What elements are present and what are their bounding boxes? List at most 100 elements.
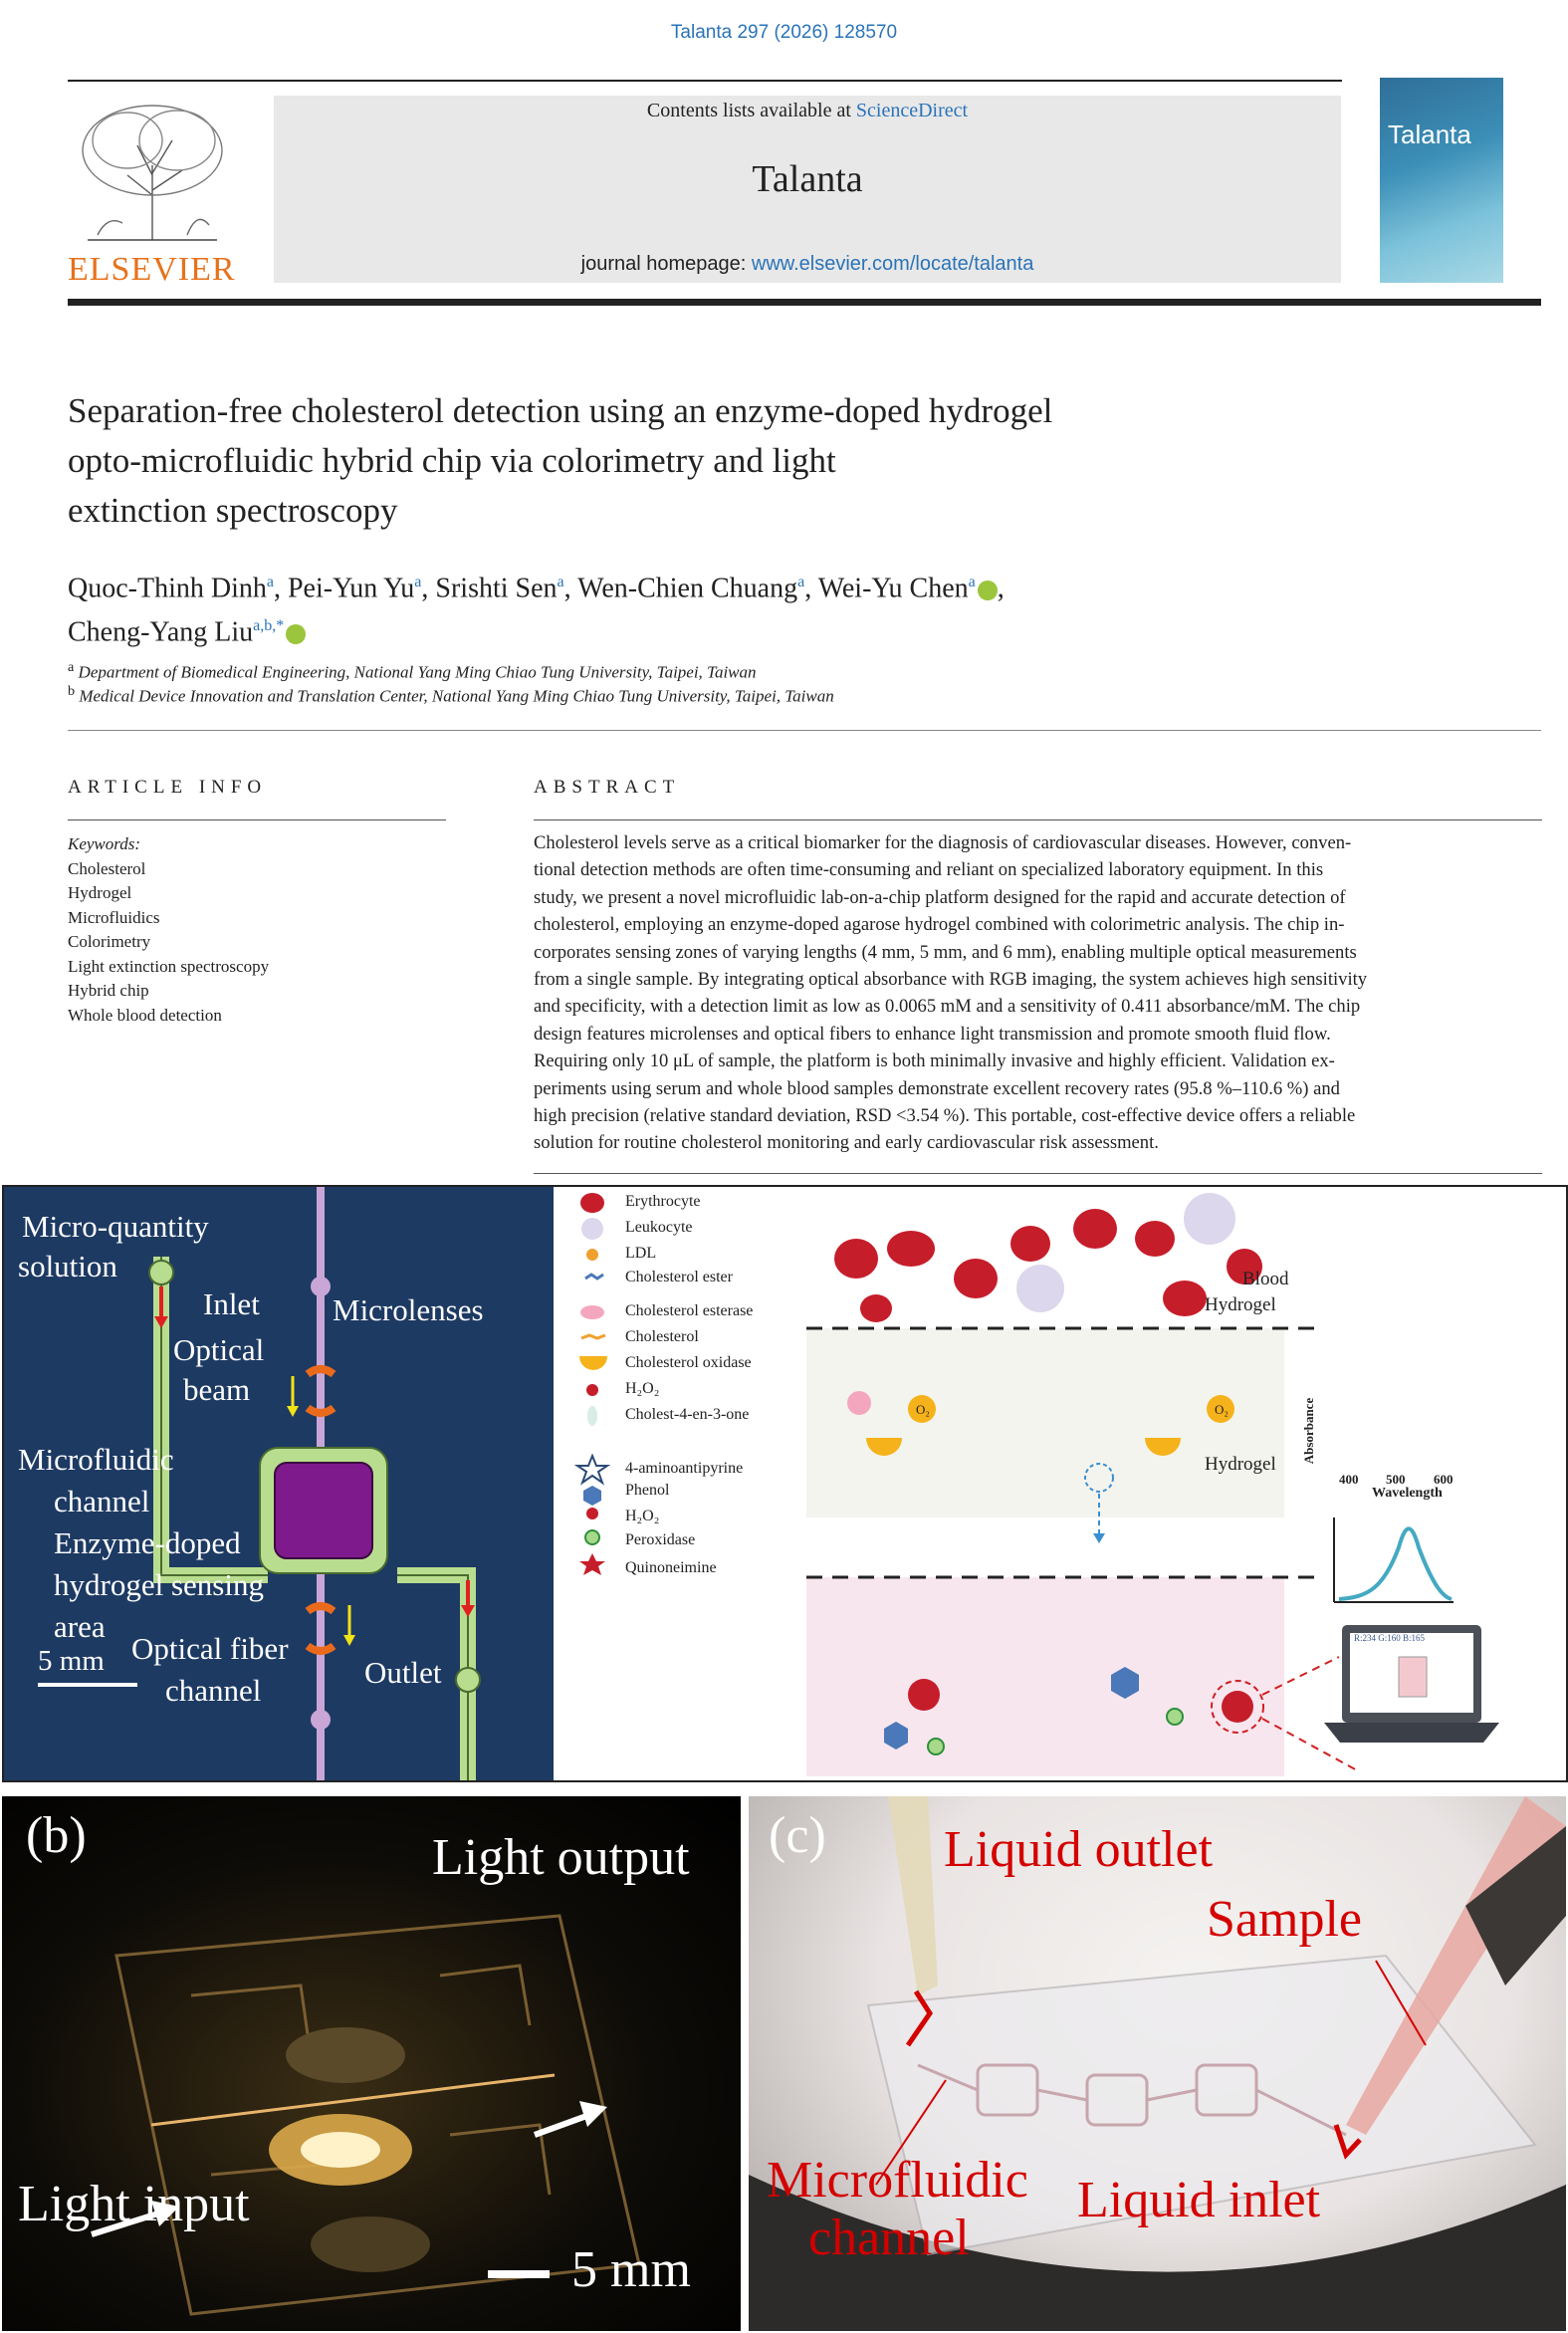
abstract-line: from a single sample. By integrating opt… xyxy=(534,969,1368,991)
abstract-line: high precision (relative standard deviat… xyxy=(534,1105,1356,1127)
affil-sup: b xyxy=(68,683,76,699)
citation: Talanta 297 (2026) 128570 xyxy=(670,22,898,43)
author-affil-sup: a xyxy=(968,574,976,590)
keyword: Hybrid chip xyxy=(68,981,149,1000)
legend-peroxidase: Peroxidase xyxy=(625,1531,696,1548)
affil-rule xyxy=(68,730,1541,731)
article-info-rule xyxy=(68,819,446,820)
keywords-label: Keywords: xyxy=(68,834,141,853)
label-scale: 5 mm xyxy=(38,1645,105,1677)
affil-sup: a xyxy=(68,659,75,675)
sciencedirect-link[interactable]: ScienceDirect xyxy=(855,100,969,121)
affil-text: Medical Device Innovation and Translatio… xyxy=(79,686,834,706)
spectrum-xlabel: Wavelength xyxy=(1372,1486,1443,1501)
label-fiber-channel: channel xyxy=(165,1673,262,1708)
legend-icons-bottom xyxy=(573,1454,611,1575)
author-name[interactable]: Wen-Chien Chuang xyxy=(577,573,798,604)
label-channel: channel xyxy=(54,1484,150,1518)
chip-photo-c: (c) Liquid outlet Sample Microfluidic ch… xyxy=(749,1796,1566,2331)
title-line: Separation-free cholesterol detection us… xyxy=(68,391,1053,430)
legend-phenol: Phenol xyxy=(625,1482,670,1499)
abstract-line: Requiring only 10 μL of sample, the plat… xyxy=(534,1050,1335,1072)
homepage-link[interactable]: www.elsevier.com/locate/talanta xyxy=(751,253,1034,275)
abstract-line: cholesterol, employing an enzyme-doped a… xyxy=(534,914,1345,936)
legend-cholestenone: Cholest-4-en-3-one xyxy=(625,1406,750,1423)
elsevier-logo xyxy=(68,96,237,245)
label-hydrogel-sensing: hydrogel sensing xyxy=(54,1567,264,1602)
microfluidic-label: Microfluidic xyxy=(767,2152,1028,2209)
chip-schematic-panel: Micro-quantity solution Inlet Microlense… xyxy=(4,1187,554,1780)
label-outlet: Outlet xyxy=(364,1655,442,1690)
liquid-inlet-label: Liquid inlet xyxy=(1077,2172,1321,2228)
author-name[interactable]: Wei-Yu Chen xyxy=(817,573,969,604)
keywords-block: Keywords: Cholesterol Hydrogel Microflui… xyxy=(68,832,446,1028)
abstract-line: study, we present a novel microfluidic l… xyxy=(534,886,1346,908)
keyword: Light extinction spectroscopy xyxy=(68,956,270,976)
title-line: opto-microfluidic hybrid chip via colori… xyxy=(68,441,836,480)
author-name[interactable]: Pei-Yun Yu xyxy=(287,573,415,604)
article-info-heading: ARTICLE INFO xyxy=(68,777,268,798)
legend-h2o2: H₂O₂ xyxy=(625,1380,660,1397)
spectrum-ylabel: Absorbance xyxy=(1301,1397,1317,1465)
keyword: Hydrogel xyxy=(68,883,132,902)
header-top-rule xyxy=(68,80,1342,82)
label-microlenses: Microlenses xyxy=(333,1292,484,1327)
label-micro-quantity: Micro-quantity xyxy=(22,1209,209,1244)
affil-text: Department of Biomedical Engineering, Na… xyxy=(78,662,757,682)
orcid-icon[interactable] xyxy=(977,580,998,600)
panel-b-label: (b) xyxy=(26,1807,87,1864)
author-list: Quoc-Thinh Dinha, Pei-Yun Yua, Srishti S… xyxy=(68,573,1005,648)
label-area: area xyxy=(54,1609,106,1644)
abstract-heading: ABSTRACT xyxy=(534,777,681,798)
author-name[interactable]: Quoc-Thinh Dinh xyxy=(68,573,267,604)
orcid-icon[interactable] xyxy=(286,624,307,645)
spectrum-tick: 400 xyxy=(1339,1472,1359,1487)
abstract-line: Cholesterol levels serve as a critical b… xyxy=(534,832,1352,853)
affiliation-b: b Medical Device Innovation and Translat… xyxy=(68,683,1461,707)
legend-cholesterol-oxidase: Cholesterol oxidase xyxy=(625,1354,752,1371)
legend-erythrocyte: Erythrocyte xyxy=(625,1193,701,1210)
abstract-bottom-rule xyxy=(534,1173,1542,1174)
homepage-line: journal homepage: www.elsevier.com/locat… xyxy=(274,253,1341,276)
hydrogel-label-upper: Hydrogel xyxy=(1205,1294,1276,1315)
contents-prefix: Contents lists available at xyxy=(646,100,851,121)
author-affil-sup: a,b,* xyxy=(253,617,285,635)
abstract-text: Cholesterol levels serve as a critical b… xyxy=(534,829,1542,1157)
legend-ldl: LDL xyxy=(625,1245,657,1262)
legend-h2o2-b: H₂O₂ xyxy=(625,1508,660,1524)
legend-cholesterol-ester: Cholesterol ester xyxy=(625,1269,733,1285)
author-name[interactable]: Cheng-Yang Liu xyxy=(68,616,254,648)
label-microfluidic: Microfluidic xyxy=(18,1442,174,1477)
chip-photo-b: (b) Light output Light input 5 mm xyxy=(2,1796,741,2331)
label-enzyme-doped: Enzyme-doped xyxy=(54,1525,241,1560)
journal-cover: Talanta xyxy=(1380,78,1503,283)
channel-label: channel xyxy=(808,2210,970,2266)
o2-label: O₂ xyxy=(916,1402,930,1417)
keyword: Whole blood detection xyxy=(68,1005,222,1025)
hydrogel-label-lower: Hydrogel xyxy=(1205,1454,1276,1475)
rgb-readout: R:234 G:160 B:165 xyxy=(1354,1633,1426,1643)
author-name[interactable]: Srishti Sen xyxy=(435,573,558,604)
panel-c-label: (c) xyxy=(769,1807,826,1864)
abstract-line: solution for routine cholesterol monitor… xyxy=(534,1132,1159,1154)
publisher-name: ELSEVIER xyxy=(68,251,236,288)
abstract-line: tional detection methods are often time-… xyxy=(534,859,1324,881)
abstract-line: and specificity, with a detection limit … xyxy=(534,996,1361,1018)
header-bottom-rule xyxy=(68,299,1541,306)
abstract-line: design features microlenses and optical … xyxy=(534,1023,1331,1045)
author-affil-sup: a xyxy=(414,574,422,590)
keyword: Microfluidics xyxy=(68,907,160,927)
spectrum-tick: 600 xyxy=(1434,1472,1454,1487)
label-optical: Optical xyxy=(173,1332,265,1367)
spectrum-tick: 500 xyxy=(1386,1472,1406,1487)
author-affil-sup: a xyxy=(557,574,564,590)
article-title: Separation-free cholesterol detection us… xyxy=(68,386,1362,536)
title-line: extinction spectroscopy xyxy=(68,491,398,530)
keyword: Colorimetry xyxy=(68,932,151,951)
legend-cholesterol-esterase: Cholesterol esterase xyxy=(625,1302,754,1319)
light-output-label: Light output xyxy=(432,1829,690,1886)
contents-line: Contents lists available at ScienceDirec… xyxy=(274,100,1341,122)
label-optical-fiber: Optical fiber xyxy=(131,1631,289,1666)
light-input-label: Light input xyxy=(18,2176,250,2232)
reaction-scheme-panel: O₂ O₂ Erythrocyte Leukocyte LDL Choleste… xyxy=(558,1189,1564,1778)
